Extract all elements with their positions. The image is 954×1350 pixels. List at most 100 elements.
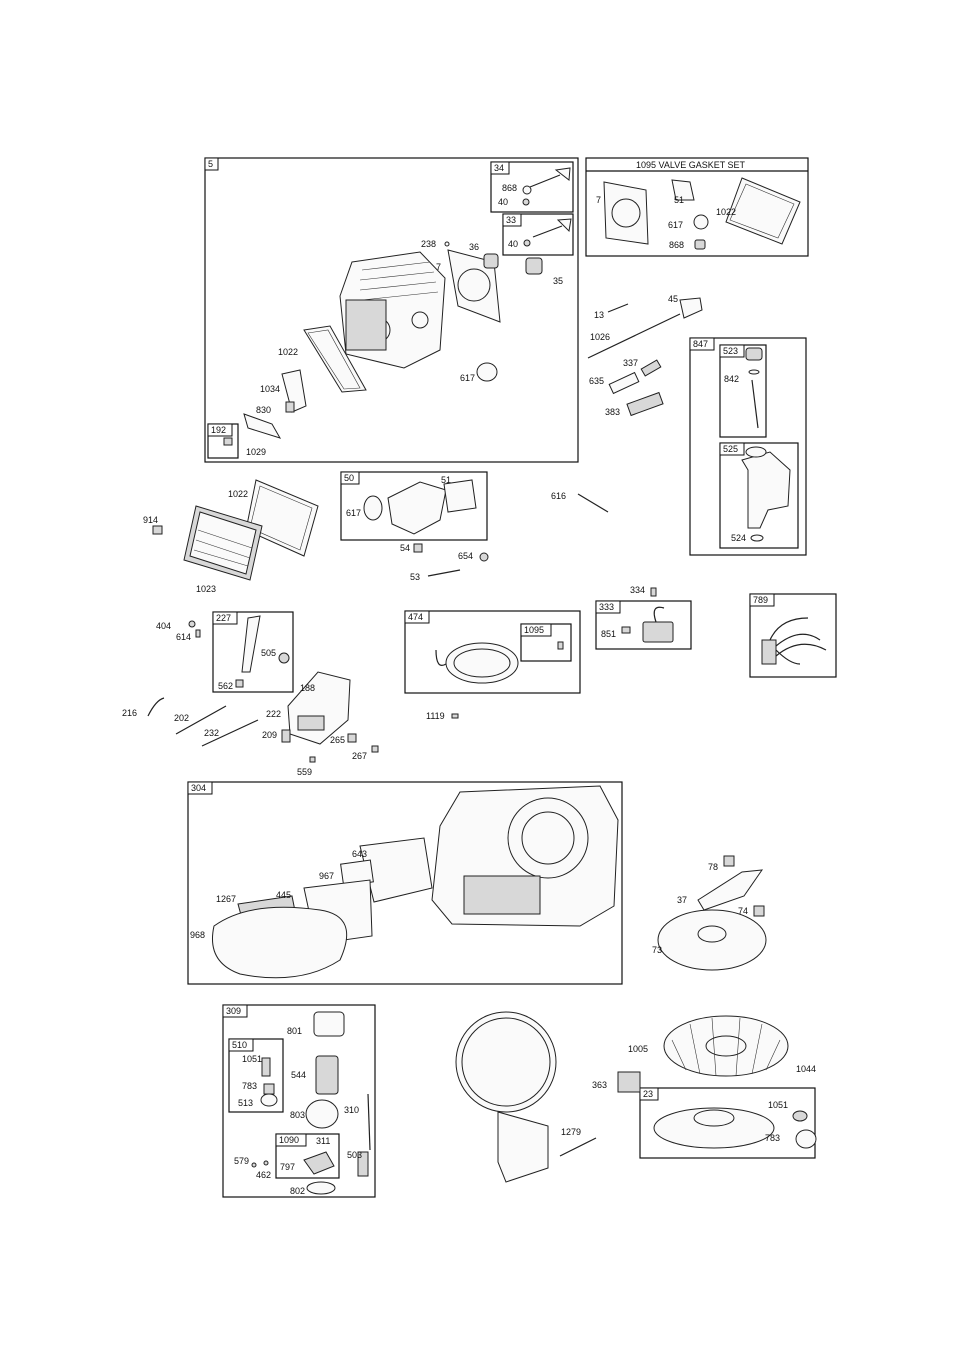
group-tag-847 — [689, 337, 715, 351]
part-label: 74 — [738, 906, 748, 916]
part-label: 1034 — [260, 384, 280, 394]
part-label: 1279 — [561, 1127, 581, 1137]
rocker-gasket-drawing — [303, 325, 367, 393]
group-label: 5 — [208, 159, 213, 169]
starter-motor-drawing — [251, 1011, 371, 1195]
group-tag-192 — [207, 423, 233, 437]
group-label: 525 — [723, 444, 738, 454]
group-tag-5 — [204, 157, 219, 171]
breather-drawing — [223, 369, 307, 446]
group-label: 333 — [599, 602, 614, 612]
part-label: 51 — [674, 195, 684, 205]
group-label: 34 — [494, 163, 504, 173]
group-box-510 — [228, 1038, 284, 1113]
part-label: 617 — [668, 220, 683, 230]
part-label: 202 — [174, 713, 189, 723]
part-label: 232 — [204, 728, 219, 738]
part-label: 868 — [669, 240, 684, 250]
group-tag-789 — [749, 593, 775, 607]
group-tag-1090 — [275, 1133, 307, 1147]
group-label: 1095 — [524, 625, 544, 635]
part-label: 53 — [410, 572, 420, 582]
group-box-33 — [502, 213, 574, 256]
group-label: 304 — [191, 783, 206, 793]
part-label: 310 — [344, 1105, 359, 1115]
group-tag-50 — [340, 471, 360, 485]
part-label: 404 — [156, 621, 171, 631]
part-label: 802 — [290, 1186, 305, 1196]
part-label: 383 — [605, 407, 620, 417]
dipstick-drawing — [745, 347, 763, 429]
part-label: 73 — [652, 945, 662, 955]
alternator-coil-drawing — [435, 641, 564, 719]
part-label: 797 — [280, 1162, 295, 1172]
group-label: 192 — [211, 425, 226, 435]
part-label: 1022 — [278, 347, 298, 357]
group-label: 50 — [344, 473, 354, 483]
group-tag-510 — [228, 1038, 254, 1052]
valve-spring-drawing — [444, 241, 543, 275]
group-tag-309 — [222, 1004, 248, 1018]
part-label: 35 — [553, 276, 563, 286]
part-label: 968 — [190, 930, 205, 940]
group-label: 789 — [753, 595, 768, 605]
group-tag-34 — [490, 161, 510, 175]
group-label: 474 — [408, 612, 423, 622]
part-label: 562 — [218, 681, 233, 691]
group-tag-23 — [639, 1087, 659, 1101]
part-label: 513 — [238, 1098, 253, 1108]
group-box-525 — [719, 442, 799, 549]
gasket-set-drawing — [603, 177, 801, 250]
flywheel-drawing — [617, 1015, 817, 1149]
o-ring-drawing — [476, 362, 498, 382]
part-label: 617 — [460, 373, 475, 383]
group-box-333 — [595, 600, 692, 650]
part-label: 842 — [724, 374, 739, 384]
fan-retainer-drawing — [657, 855, 767, 971]
part-label: 1051 — [242, 1054, 262, 1064]
part-label: 363 — [592, 1080, 607, 1090]
part-label: 54 — [400, 543, 410, 553]
intake-manifold-drawing — [363, 479, 489, 577]
part-label: 1022 — [228, 489, 248, 499]
governor-control-drawing — [147, 615, 379, 763]
group-box-304 — [187, 781, 623, 985]
part-label: 188 — [300, 683, 315, 693]
group-tag-523 — [719, 344, 745, 358]
wiring-harness-drawing — [761, 617, 827, 665]
part-label: 783 — [242, 1081, 257, 1091]
part-label: 803 — [290, 1110, 305, 1120]
part-label: 1023 — [196, 584, 216, 594]
part-label: 216 — [122, 708, 137, 718]
group-label: 510 — [232, 1040, 247, 1050]
group-label: 1095 VALVE GASKET SET — [636, 160, 746, 170]
group-label: 309 — [226, 1006, 241, 1016]
part-label: 267 — [352, 751, 367, 761]
group-box-1095-valve-gasket-set — [585, 157, 809, 257]
part-label: 967 — [319, 871, 334, 881]
group-box-847 — [689, 337, 807, 556]
part-label: 40 — [498, 197, 508, 207]
part-label: 1267 — [216, 894, 236, 904]
group-tag-1095 — [520, 623, 552, 637]
part-label: 1051 — [768, 1100, 788, 1110]
part-label: 1029 — [246, 447, 266, 457]
dipstick-tube-drawing — [741, 446, 791, 542]
group-tag-333 — [595, 600, 621, 614]
group-label: 523 — [723, 346, 738, 356]
group-box-1090 — [275, 1133, 340, 1179]
part-label: 238 — [421, 239, 436, 249]
part-label: 524 — [731, 533, 746, 543]
part-label: 868 — [502, 183, 517, 193]
part-label: 616 — [551, 491, 566, 501]
part-label: 265 — [330, 735, 345, 745]
group-box-5 — [204, 157, 579, 463]
group-box-50 — [340, 471, 488, 541]
rod-616-drawing — [577, 493, 609, 513]
part-label: 654 — [458, 551, 473, 561]
part-label: 579 — [234, 1156, 249, 1166]
part-label: 445 — [276, 890, 291, 900]
group-label: 847 — [693, 339, 708, 349]
part-label: 914 — [143, 515, 158, 525]
